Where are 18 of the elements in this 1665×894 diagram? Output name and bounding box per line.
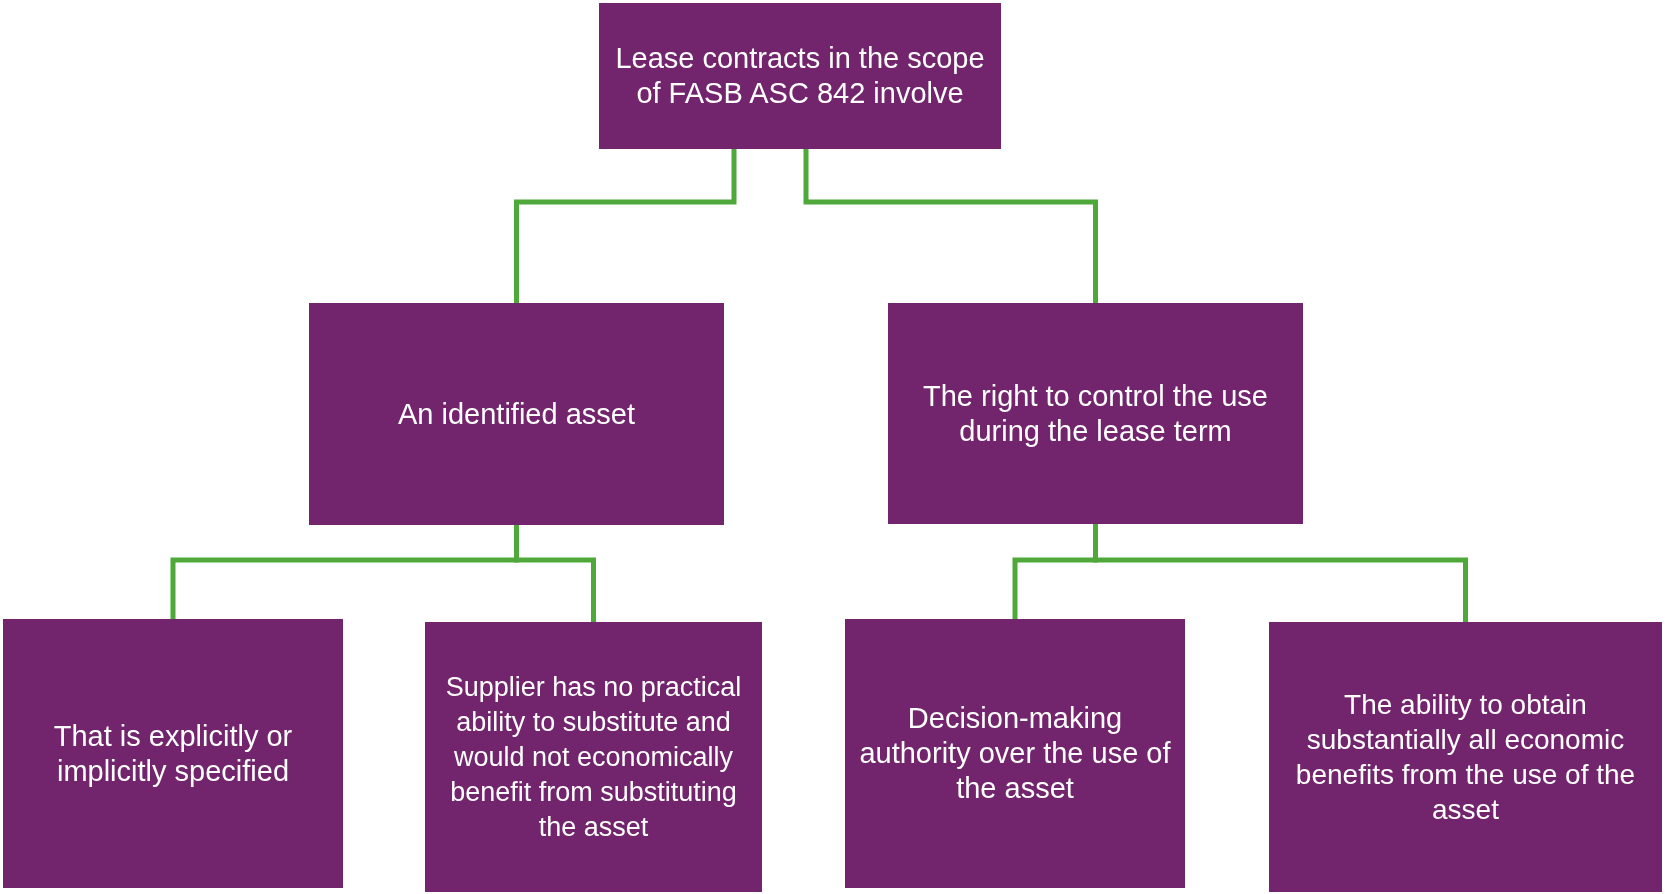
- connector-line: [803, 149, 1098, 303]
- process-box: [1269, 622, 1662, 892]
- connector-line: [514, 525, 596, 622]
- process-box: [845, 619, 1185, 888]
- connector-line: [514, 149, 737, 303]
- connector-line: [1093, 524, 1468, 622]
- box-text: Lease contracts in the scope of FASB ASC 842 involve: [614, 41, 986, 111]
- process-box: [309, 303, 724, 525]
- process-box: [599, 3, 1001, 149]
- process-box: [425, 622, 762, 892]
- process-box: [888, 303, 1303, 524]
- process-box: [3, 619, 343, 888]
- box-text: Supplier has no practical ability to substitute and would not economically benefit from substituting the asset: [444, 670, 743, 844]
- box-text: The ability to obtain substantially all economic benefits from the use of the asset: [1294, 688, 1637, 827]
- box-text: An identified asset: [398, 396, 635, 432]
- box-text: The right to control the use during the lease term: [922, 378, 1269, 449]
- box-text: Decision-making authority over the use of the asset: [858, 701, 1172, 806]
- box-text: That is explicitly or implicitly specified: [52, 718, 294, 789]
